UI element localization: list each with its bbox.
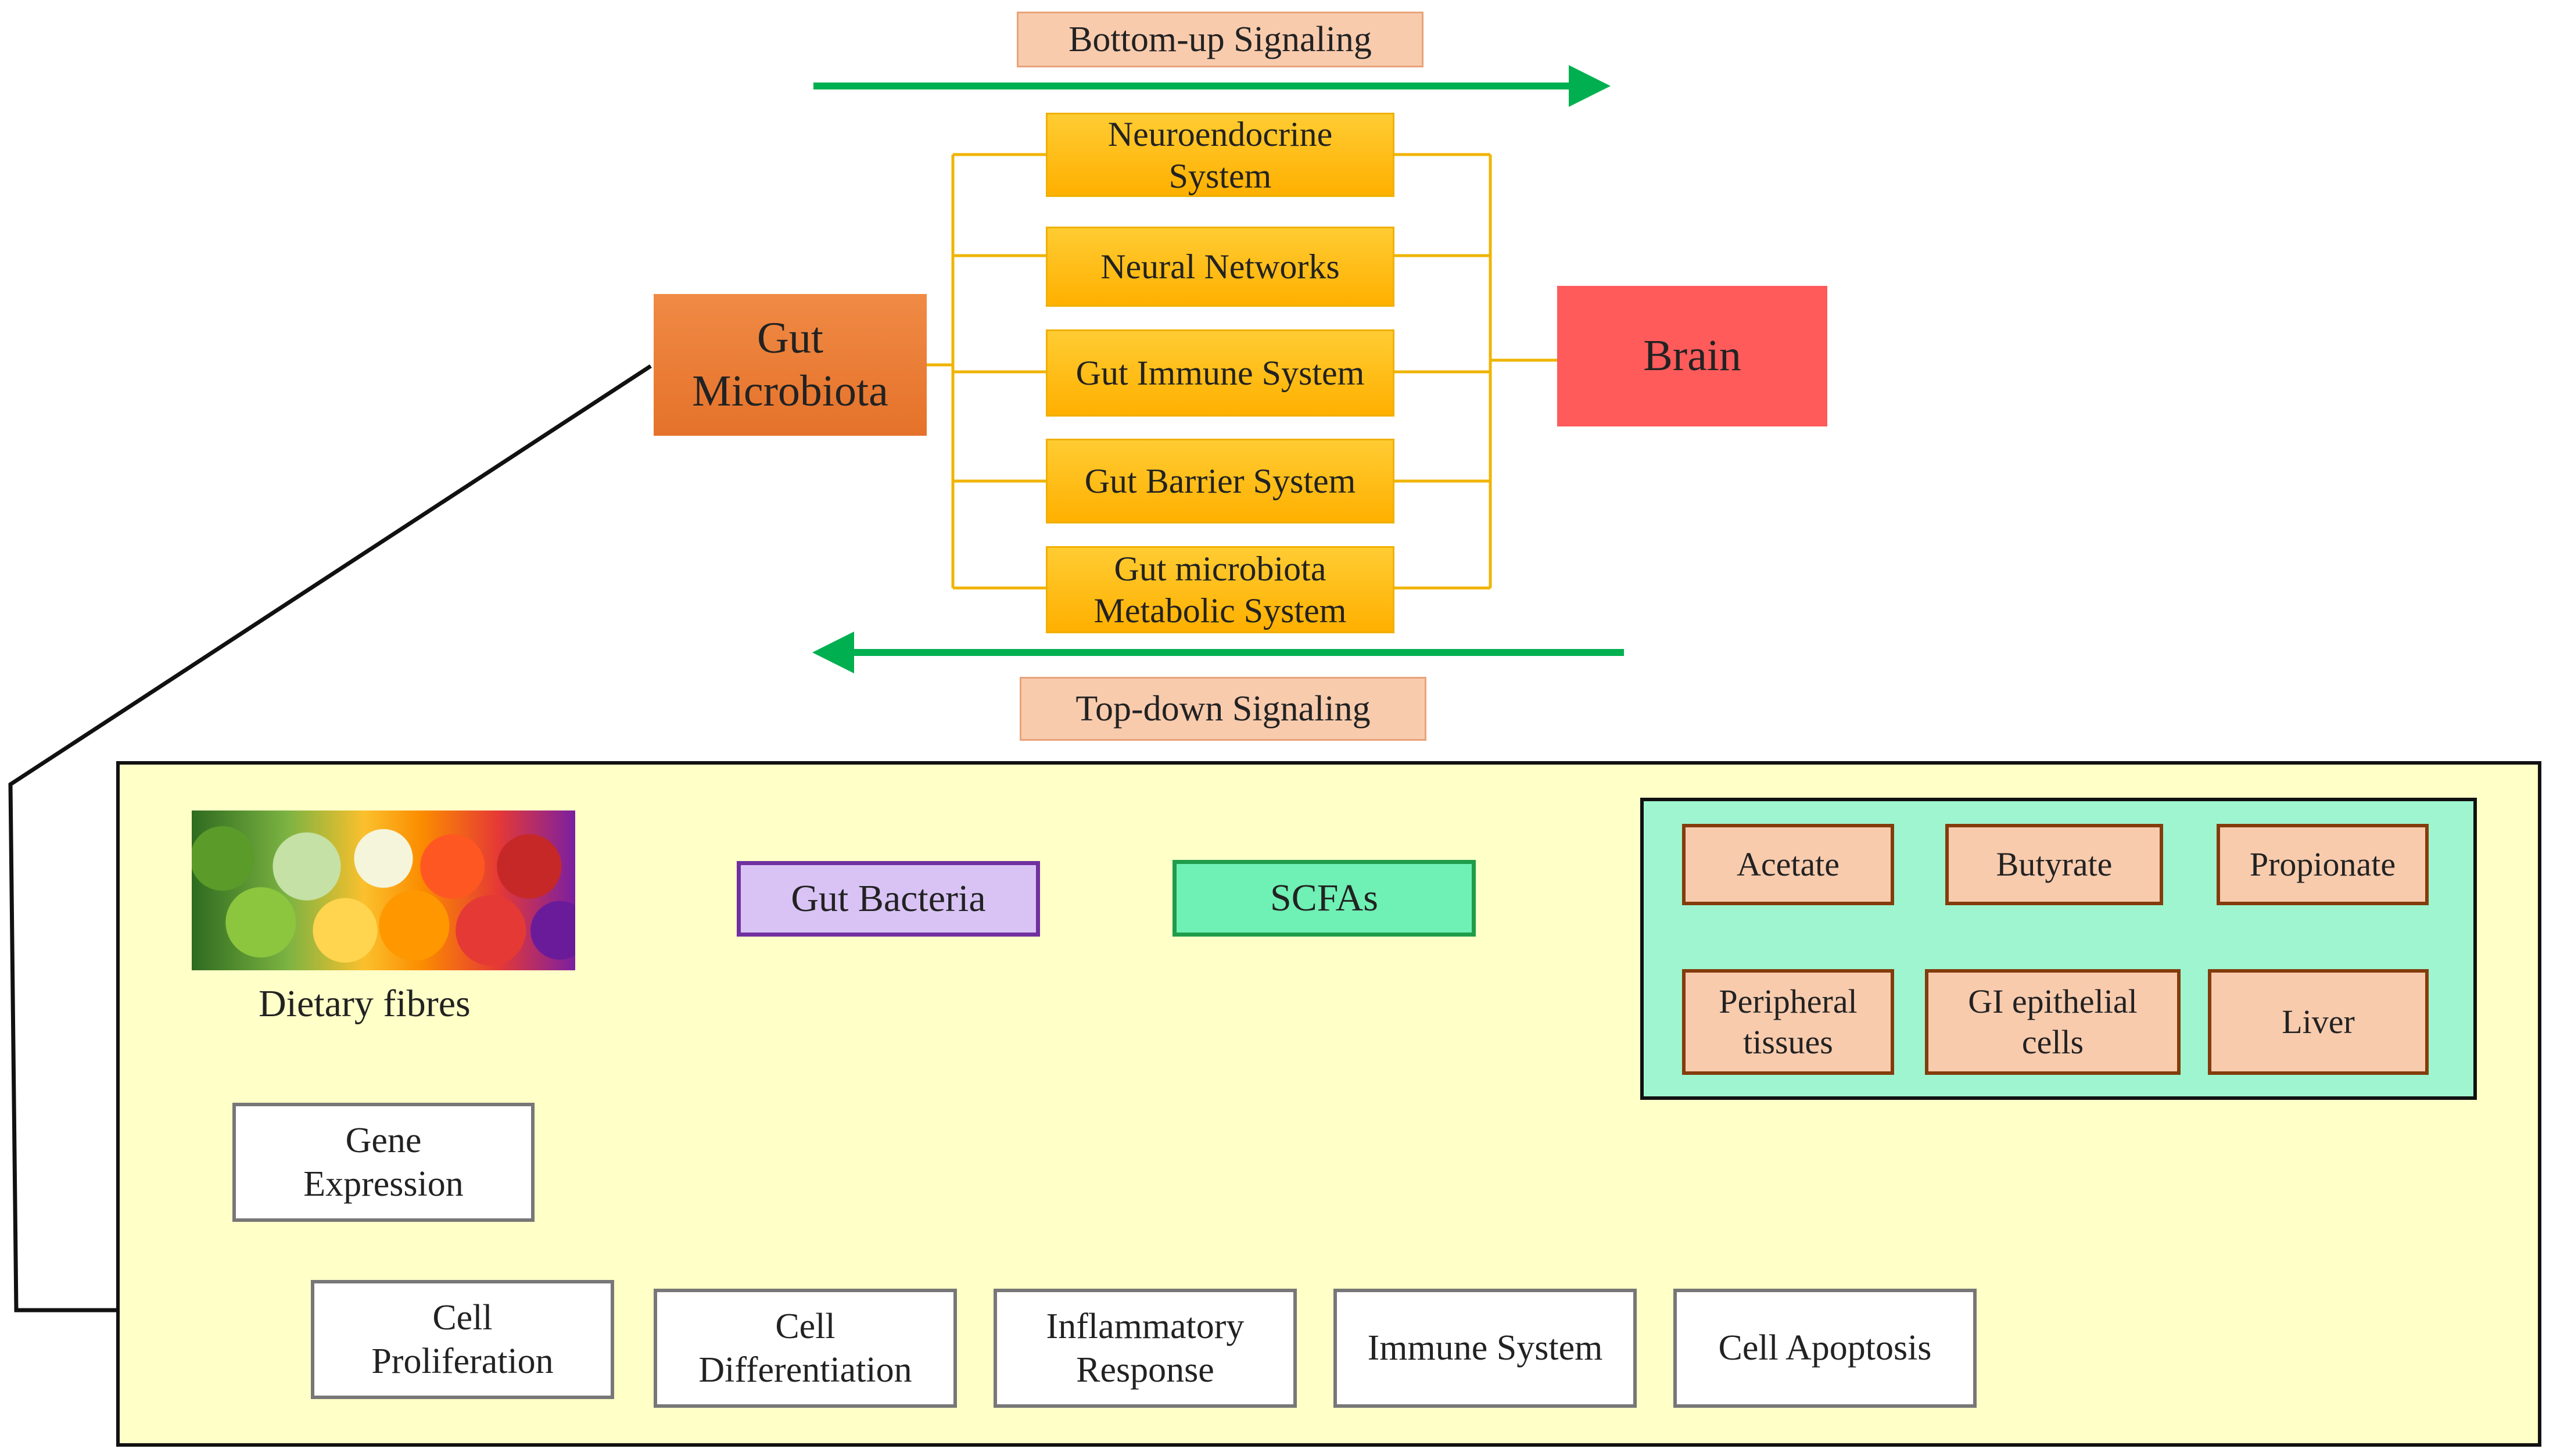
cell-apoptosis-box: Cell Apoptosis: [1673, 1289, 1977, 1408]
dietary-fibres-label: Dietary fibres: [259, 982, 471, 1025]
cell-differentiation-box: Cell Differentiation: [654, 1289, 957, 1408]
gi-epithelial-cells-box: GI epithelial cells: [1925, 969, 2181, 1075]
top-down-text: Top-down Signaling: [1075, 688, 1371, 729]
pathway-neural-networks: Neural Networks: [1046, 227, 1394, 307]
liver-box: Liver: [2208, 969, 2429, 1075]
bottom-up-signaling-label: Bottom-up Signaling: [1017, 12, 1423, 67]
top-down-signaling-label: Top-down Signaling: [1020, 677, 1426, 741]
scfas-node: SCFAs: [1172, 860, 1476, 937]
immune-system-box: Immune System: [1333, 1289, 1637, 1408]
acetate-box: Acetate: [1682, 824, 1894, 905]
zoom-connector: [8, 364, 652, 1312]
pathway-gut-barrier-system: Gut Barrier System: [1046, 439, 1394, 523]
peripheral-tissues-box: Peripheral tissues: [1682, 969, 1894, 1075]
pathway-gut-immune-system: Gut Immune System: [1046, 329, 1394, 417]
pathway-neuroendocrine: Neuroendocrine System: [1046, 113, 1394, 197]
propionate-box: Propionate: [2217, 824, 2429, 905]
bottom-up-text: Bottom-up Signaling: [1068, 19, 1372, 59]
cell-proliferation-box: Cell Proliferation: [311, 1280, 614, 1399]
gene-expression-box: Gene Expression: [232, 1103, 535, 1222]
brain-bracket: [1394, 153, 1557, 590]
dietary-fibres-image: [192, 811, 575, 970]
gut-bracket: [927, 153, 1046, 590]
inflammatory-response-box: Inflammatory Response: [994, 1289, 1297, 1408]
butyrate-box: Butyrate: [1945, 824, 2163, 905]
brain-node: Brain: [1557, 286, 1827, 426]
pathway-metabolic-system: Gut microbiota Metabolic System: [1046, 546, 1394, 633]
gut-microbiota-node: Gut Microbiota: [654, 294, 927, 436]
gut-bacteria-node: Gut Bacteria: [737, 861, 1040, 937]
